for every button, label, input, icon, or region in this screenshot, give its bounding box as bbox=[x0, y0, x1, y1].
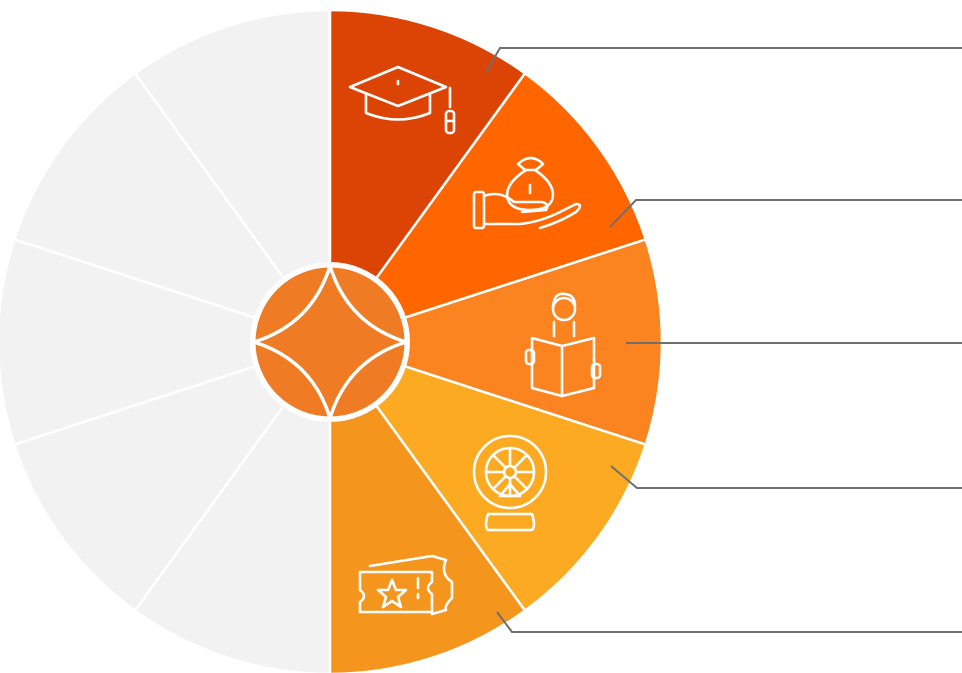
empty-segment bbox=[133, 338, 332, 673]
empty-segments bbox=[0, 8, 335, 673]
colored-segments bbox=[325, 8, 664, 673]
person-reading-book-icon bbox=[524, 292, 602, 398]
ticket-star-icon bbox=[358, 554, 454, 616]
segment-lottery bbox=[326, 339, 648, 613]
empty-segment bbox=[133, 8, 332, 346]
connector-lines bbox=[485, 47, 962, 633]
connector-line-education bbox=[485, 47, 962, 73]
connector-line-lottery bbox=[610, 465, 962, 489]
segment-education bbox=[328, 8, 527, 346]
empty-segment bbox=[12, 71, 334, 345]
lottery-wheel-icon bbox=[472, 434, 548, 532]
connector-line-finance bbox=[609, 199, 962, 228]
four-point-star-icon bbox=[252, 264, 408, 420]
connector-line-entertainment bbox=[496, 611, 962, 633]
hand-money-bag-icon bbox=[472, 156, 582, 230]
segment-finance bbox=[326, 71, 648, 345]
empty-segment bbox=[12, 339, 334, 613]
center-hub bbox=[250, 262, 410, 422]
empty-segment bbox=[0, 237, 335, 447]
graduation-cap-icon bbox=[348, 65, 456, 135]
